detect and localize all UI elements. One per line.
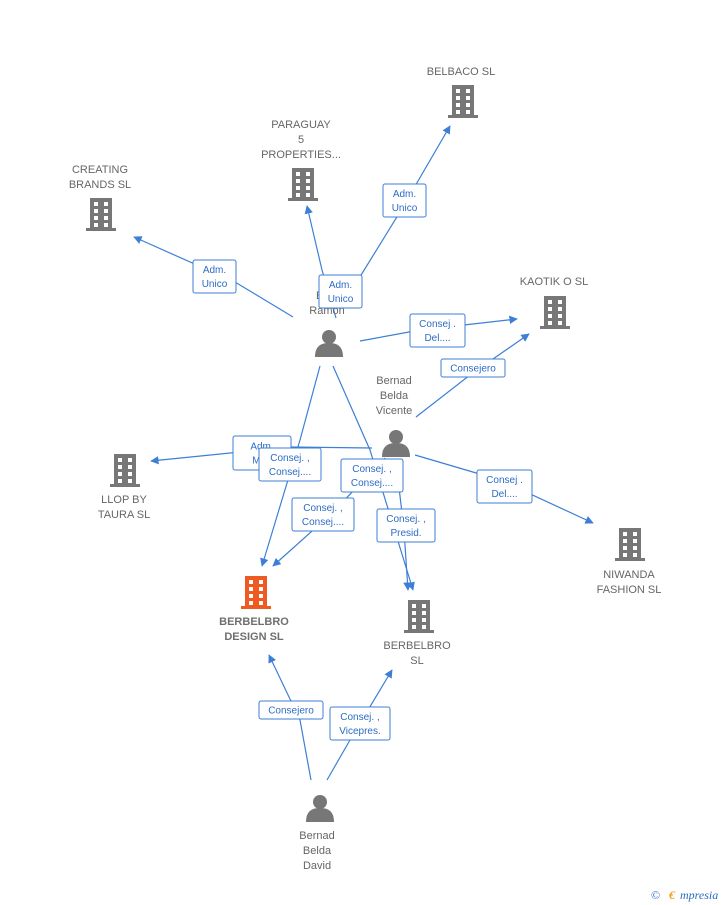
building-icon [110, 454, 140, 487]
edge-david-bdesign [268, 654, 312, 781]
edge-label-text: Adm. [203, 265, 226, 276]
edge-label-box [409, 313, 466, 348]
building-icon [448, 85, 478, 118]
brand-name: mpresia [680, 888, 718, 902]
edge-ramon-bdesign [260, 365, 321, 567]
building-icon [288, 168, 318, 201]
node-label: Belda [380, 390, 409, 402]
company-node-llop[interactable]: LLOP BY TAURA SL [98, 454, 150, 521]
edge-label-box [318, 274, 363, 309]
edge-label-text: Consejero [268, 706, 314, 717]
edge-label-vicente-berbelbro[interactable]: Consej. , Presid. [376, 508, 436, 543]
node-label: BRANDS SL [69, 179, 131, 191]
edge-label-box [258, 447, 322, 482]
node-label: BERBELBRO [383, 640, 451, 652]
node-label: TAURA SL [98, 509, 150, 521]
edge-label-box [476, 469, 533, 504]
person-icon [315, 330, 343, 357]
node-label: Bernad [299, 830, 334, 842]
company-node-berbelbro_design[interactable]: BERBELBRO DESIGN SL [219, 576, 289, 643]
edge-label-vicente-bdesign[interactable]: Consej. , Consej.... [291, 497, 355, 532]
node-label: Vicente [376, 405, 413, 417]
edge-label-vicente-niwanda[interactable]: Consej . Del.... [476, 469, 533, 504]
edge-label-ramon-creating[interactable]: Adm. Unico [192, 259, 237, 294]
building-icon [241, 576, 271, 609]
company-node-belbaco[interactable]: BELBACO SL [427, 66, 495, 118]
edge-label-text: Del.... [491, 489, 517, 500]
edge-label-vicente-kaotiko[interactable]: Consejero [440, 358, 506, 378]
node-label: BERBELBRO [219, 616, 289, 628]
brand-initial: € [668, 888, 676, 902]
edge-label-text: Consej. , [340, 712, 379, 723]
edge-label-ramon-berbelbro[interactable]: Consej. , Consej.... [340, 458, 404, 493]
edge-label-text: Vicepres. [339, 726, 381, 737]
edge-label-ramon-bdesign[interactable]: Consej. , Consej.... [258, 447, 322, 482]
edge-label-text: Consej . [419, 319, 456, 330]
edge-label-ramon-belbaco[interactable]: Adm. Unico [382, 183, 427, 218]
edge-label-text: Consej. , [386, 514, 425, 525]
node-label: DESIGN SL [224, 631, 284, 643]
edge-label-text: Unico [392, 203, 418, 214]
node-label: KAOTIK O SL [520, 276, 588, 288]
building-icon [404, 600, 434, 633]
edge-label-text: Consej.... [302, 517, 344, 528]
company-node-kaotiko[interactable]: KAOTIK O SL [520, 276, 588, 329]
edge-label-box [192, 259, 237, 294]
edge-label-text: Del.... [424, 333, 450, 344]
node-label: David [303, 860, 331, 872]
building-icon [540, 296, 570, 329]
node-label: LLOP BY [101, 494, 147, 506]
node-label: SL [410, 655, 423, 667]
edge-label-text: Consej. , [352, 464, 391, 475]
edge-label-text: Adm. [393, 189, 416, 200]
node-label: BELBACO SL [427, 66, 495, 78]
edge-label-text: Unico [328, 294, 354, 305]
person-icon [306, 795, 334, 822]
copyright-symbol: © [651, 888, 660, 902]
edge-label-text: Consej . [486, 475, 523, 486]
person-icon [382, 430, 410, 457]
node-label: FASHION SL [597, 584, 662, 596]
company-node-niwanda[interactable]: NIWANDA FASHION SL [597, 528, 662, 596]
edge-label-text: Unico [202, 279, 228, 290]
edge-label-box [340, 458, 404, 493]
edge-label-ramon-paraguay[interactable]: Adm. Unico [318, 274, 363, 309]
building-icon [86, 198, 116, 231]
edge-ramon-berbelbro [332, 365, 415, 591]
node-label: CREATING [72, 164, 128, 176]
edge-label-text: Consej. , [270, 453, 309, 464]
company-node-creating[interactable]: CREATING BRANDS SL [69, 164, 131, 231]
edge-label-text: Consej.... [351, 478, 393, 489]
edge-label-ramon-kaotiko[interactable]: Consej . Del.... [409, 313, 466, 348]
node-label: Belda [303, 845, 332, 857]
edge-label-text: Adm. [250, 442, 273, 453]
edge-label-box [382, 183, 427, 218]
building-icon [615, 528, 645, 561]
edge-label-box [376, 508, 436, 543]
edge-label-box [329, 706, 391, 741]
edge-label-text: Adm. [329, 280, 352, 291]
edge-label-text: Presid. [390, 528, 421, 539]
edge-label-david-bdesign[interactable]: Consejero [258, 700, 324, 720]
node-label: PARAGUAY [271, 119, 331, 131]
edge-label-text: Consej. , [303, 503, 342, 514]
node-label: NIWANDA [603, 569, 655, 581]
company-node-berbelbro[interactable]: BERBELBRO SL [383, 600, 451, 667]
node-label: PROPERTIES... [261, 149, 341, 161]
company-node-paraguay[interactable]: PARAGUAY 5PROPERTIES... [261, 119, 341, 201]
edges-layer [133, 125, 594, 781]
edge-label-david-berbelbro[interactable]: Consej. , Vicepres. [329, 706, 391, 741]
node-label: Bernad [376, 375, 411, 387]
node-label: 5 [298, 134, 304, 146]
edge-label-box [291, 497, 355, 532]
edge-label-text: Consej.... [269, 467, 311, 478]
brand-watermark: © € mpresia [651, 888, 718, 902]
edge-label-box [258, 700, 324, 720]
edge-label-box [440, 358, 506, 378]
edge-label-text: Consejero [450, 364, 496, 375]
